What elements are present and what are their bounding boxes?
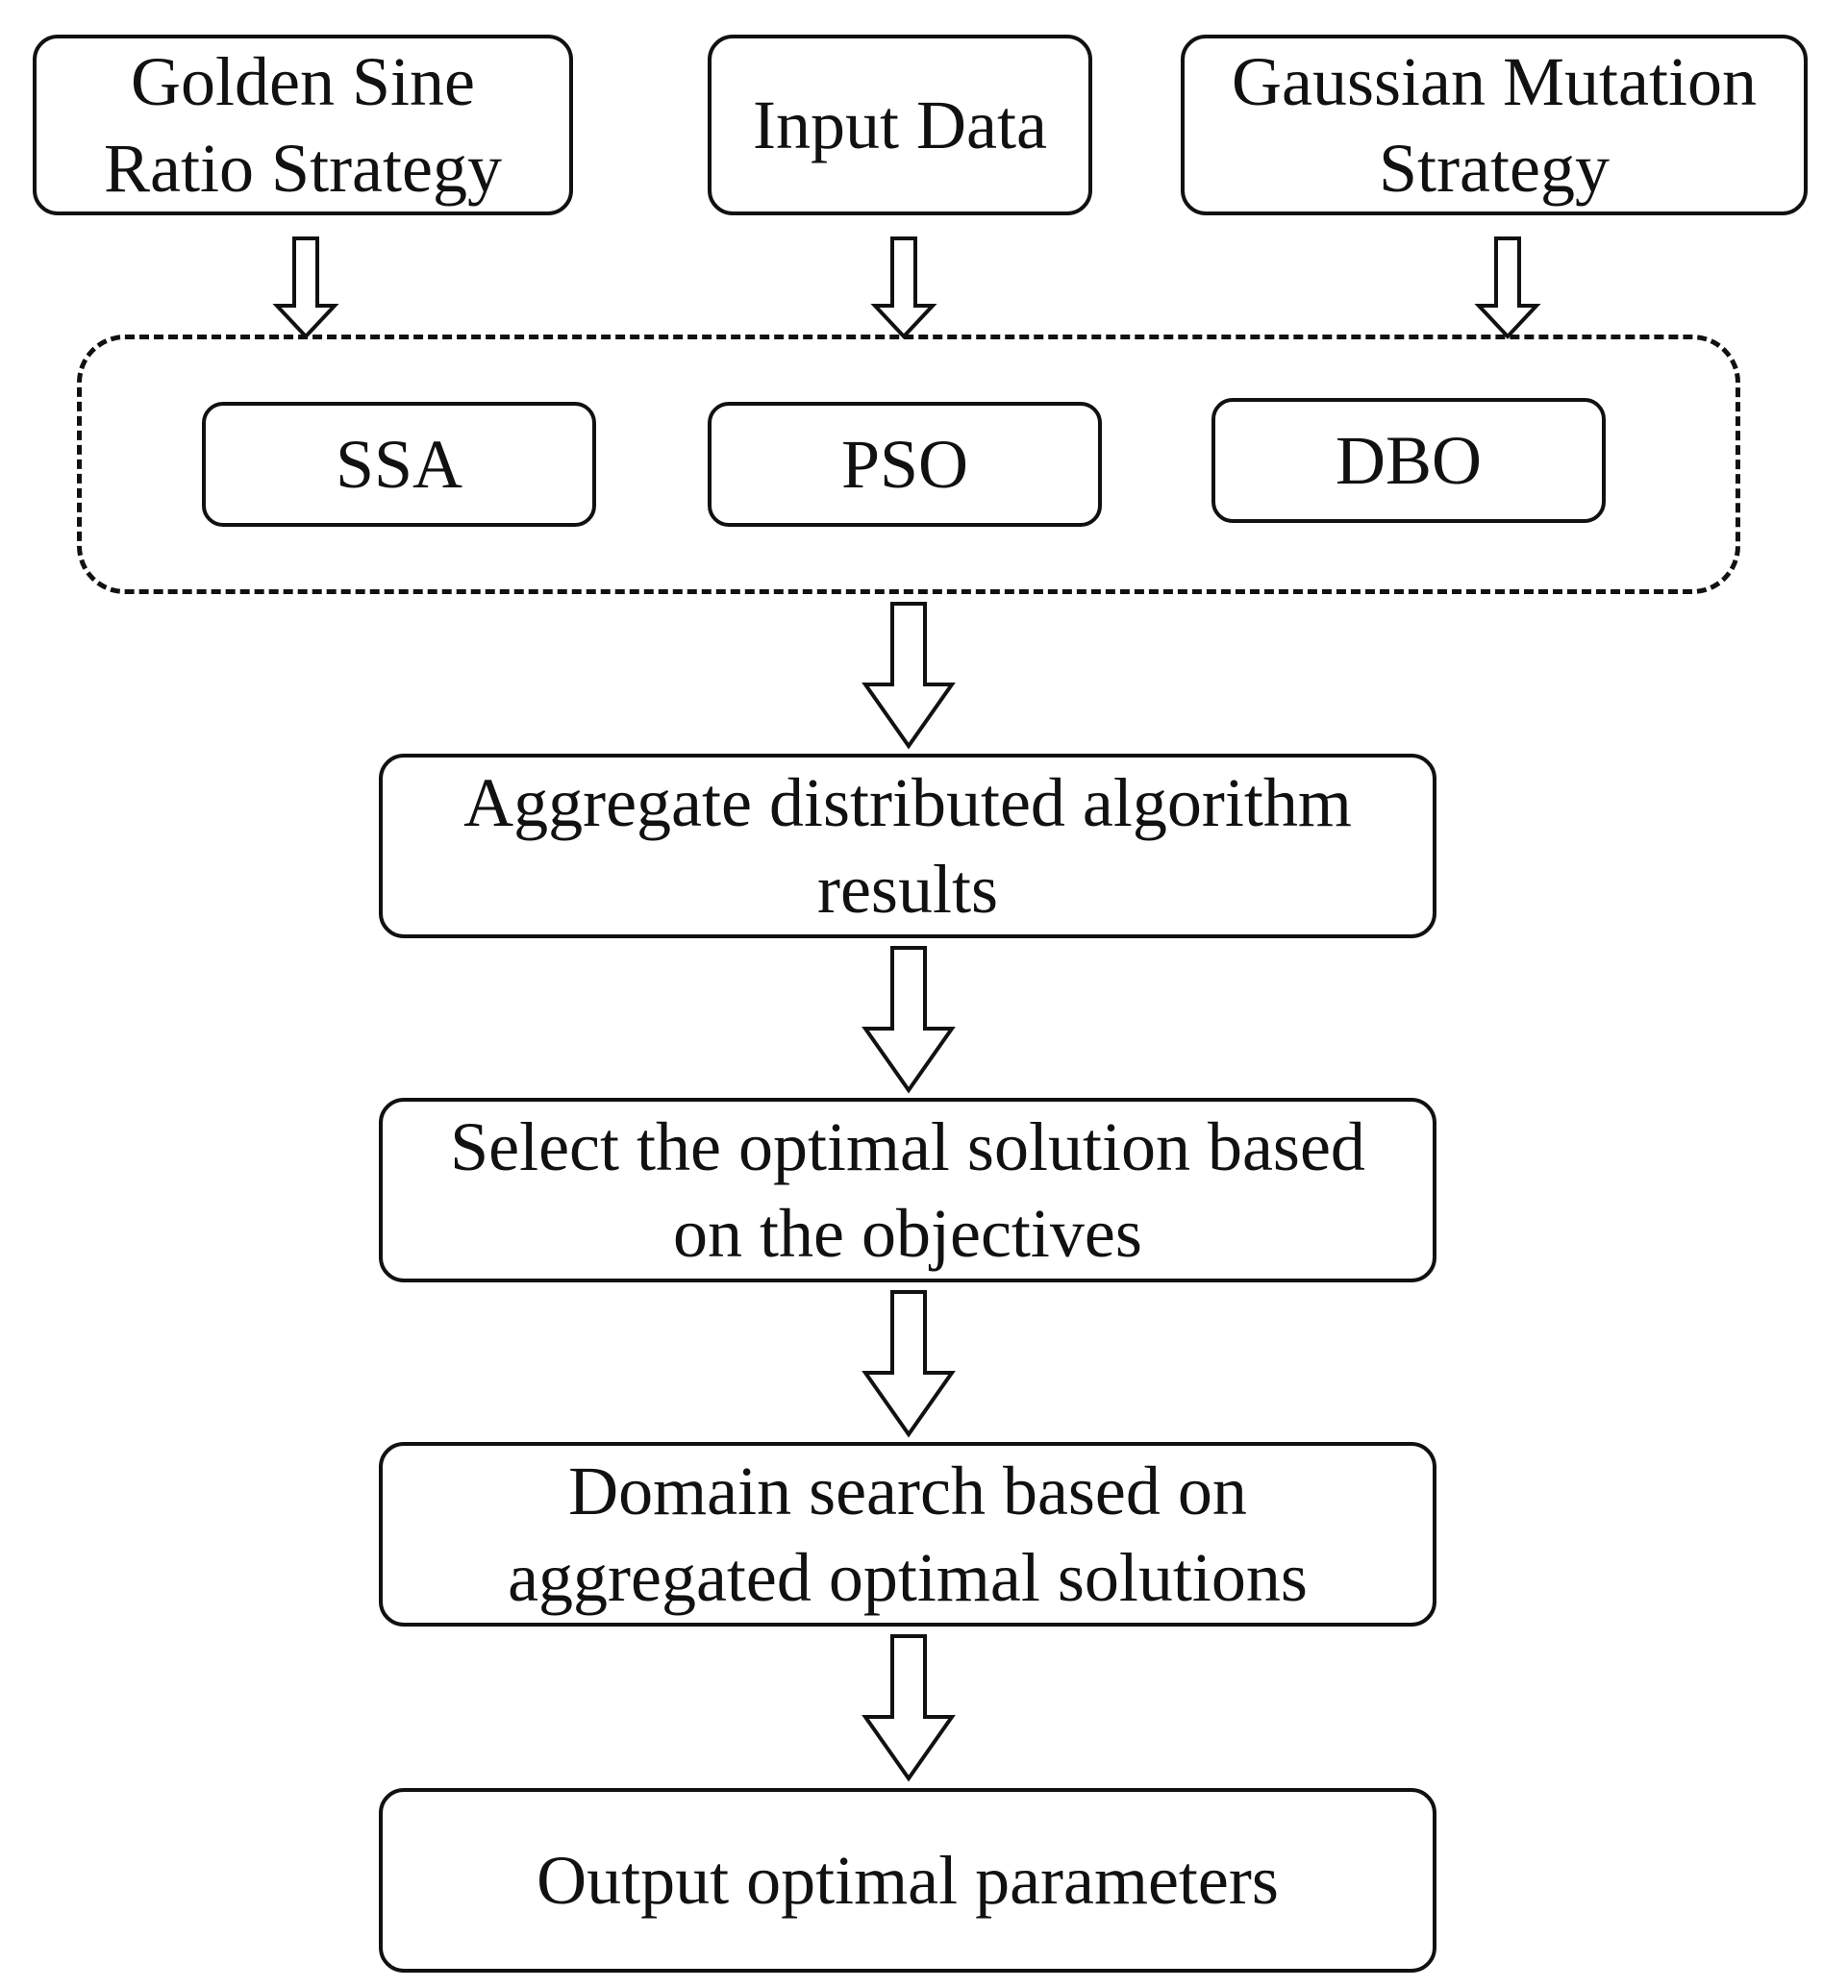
aggregate-results-box: Aggregate distributed algorithm results [379,754,1436,938]
gaussian-line2: Strategy [1379,130,1610,207]
domain-search-box: Domain search based on aggregated optima… [379,1442,1436,1627]
select-line1: Select the optimal solution based [450,1108,1365,1185]
gaussian-mutation-strategy-box: Gaussian Mutation Strategy [1181,35,1808,215]
arrow-golden-sine-down [272,236,339,339]
select-line2: on the objectives [673,1195,1142,1272]
domain-search-line2: aggregated optimal solutions [508,1539,1308,1616]
select-optimal-box: Select the optimal solution based on the… [379,1098,1436,1282]
arrow-aggregate-to-select [862,946,956,1094]
ssa-label: SSA [335,426,463,503]
gaussian-line1: Gaussian Mutation [1232,43,1757,120]
input-data-label: Input Data [753,87,1047,163]
aggregate-line1: Aggregate distributed algorithm [463,764,1352,841]
golden-sine-line2: Ratio Strategy [104,130,502,207]
arrow-group-to-aggregate [862,602,956,750]
golden-sine-line1: Golden Sine [131,43,475,120]
dbo-box: DBO [1211,398,1606,523]
pso-box: PSO [708,402,1102,527]
arrow-domain-to-output [862,1634,956,1782]
arrow-select-to-domain [862,1290,956,1438]
aggregate-line2: results [817,851,998,928]
input-data-box: Input Data [708,35,1092,215]
dbo-label: DBO [1335,422,1482,499]
arrow-gaussian-down [1474,236,1541,339]
arrow-input-data-down [870,236,937,339]
ssa-box: SSA [202,402,596,527]
golden-sine-strategy-box: Golden Sine Ratio Strategy [33,35,573,215]
domain-search-line1: Domain search based on [568,1453,1247,1529]
output-label: Output optimal parameters [537,1842,1279,1919]
pso-label: PSO [840,426,969,503]
output-parameters-box: Output optimal parameters [379,1788,1436,1973]
